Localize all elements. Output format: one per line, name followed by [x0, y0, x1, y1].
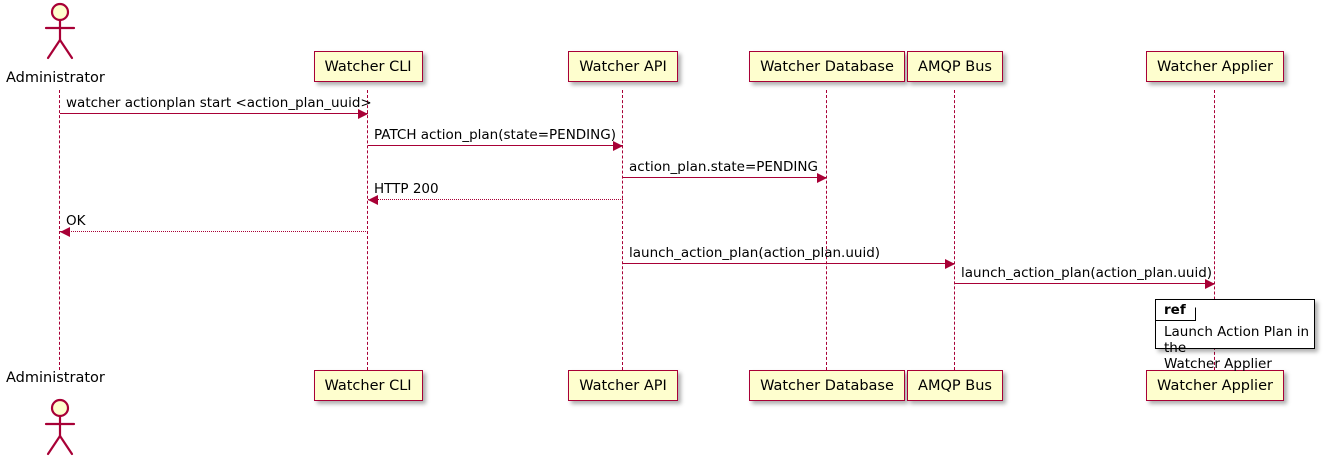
message-line-3: [368, 199, 623, 200]
actor-label-bottom: Administrator: [6, 370, 105, 386]
message-line-4: [60, 231, 368, 232]
participant-box-applier-bottom[interactable]: Watcher Applier: [1146, 370, 1284, 401]
message-arrowhead-5: [945, 258, 955, 269]
message-label-0: watcher actionplan start <action_plan_uu…: [66, 95, 372, 111]
participant-box-api-top[interactable]: Watcher API: [568, 51, 678, 82]
message-arrowhead-0: [358, 108, 368, 119]
ref-fragment-line1-0: Launch Action Plan in the: [1164, 324, 1310, 356]
message-label-1: PATCH action_plan(state=PENDING): [374, 127, 616, 143]
message-arrowhead-6: [1205, 278, 1215, 289]
lifeline-administrator: [59, 90, 61, 370]
actor-label-top: Administrator: [6, 70, 105, 86]
message-label-3: HTTP 200: [374, 181, 439, 197]
message-arrowhead-1: [613, 140, 623, 151]
message-arrowhead-3: [368, 194, 378, 205]
message-line-0: [60, 113, 368, 114]
message-line-6: [955, 283, 1215, 284]
participant-box-bus-top[interactable]: AMQP Bus: [907, 51, 1003, 82]
message-arrowhead-4: [60, 226, 70, 237]
message-label-6: launch_action_plan(action_plan.uuid): [961, 265, 1213, 281]
message-line-5: [623, 263, 955, 264]
message-arrowhead-2: [817, 172, 827, 183]
lifeline-api: [622, 90, 624, 370]
participant-box-db-bottom[interactable]: Watcher Database: [749, 370, 905, 401]
participant-box-api-bottom[interactable]: Watcher API: [568, 370, 678, 401]
ref-fragment-line2-0: Watcher Applier: [1164, 356, 1272, 372]
participant-box-db-top[interactable]: Watcher Database: [749, 51, 905, 82]
participant-box-cli-top[interactable]: Watcher CLI: [313, 51, 423, 82]
lifeline-cli: [367, 90, 369, 370]
lifeline-applier: [1214, 90, 1216, 370]
message-label-5: launch_action_plan(action_plan.uuid): [629, 245, 881, 261]
message-line-2: [623, 177, 827, 178]
lifeline-db: [826, 90, 828, 370]
message-label-2: action_plan.state=PENDING: [629, 159, 818, 175]
message-label-4: OK: [66, 213, 86, 229]
participant-box-bus-bottom[interactable]: AMQP Bus: [907, 370, 1003, 401]
actor-figure: [38, 398, 82, 460]
lifeline-bus: [954, 90, 956, 370]
ref-fragment-tab-0: ref: [1156, 300, 1196, 321]
participant-box-cli-bottom[interactable]: Watcher CLI: [313, 370, 423, 401]
participant-box-applier-top[interactable]: Watcher Applier: [1146, 51, 1284, 82]
actor-figure: [38, 2, 82, 64]
message-line-1: [368, 145, 623, 146]
